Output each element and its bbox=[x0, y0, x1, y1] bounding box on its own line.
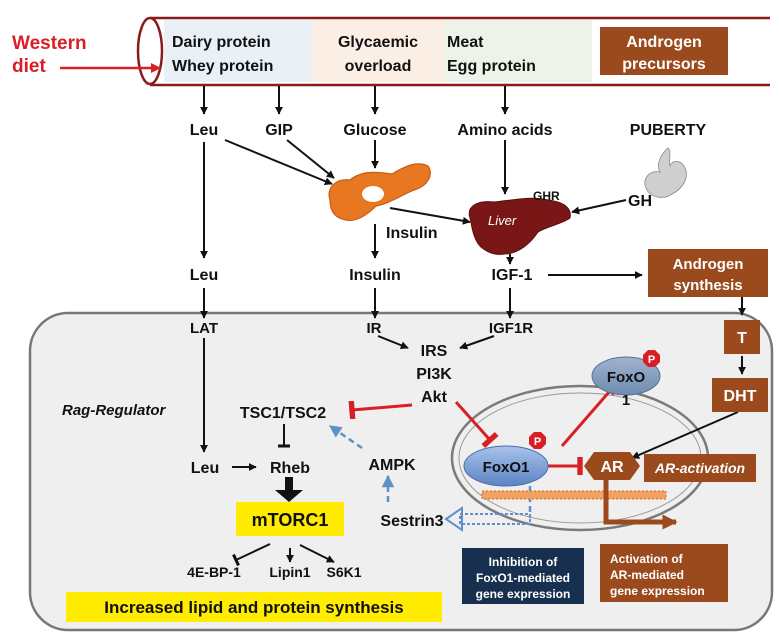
western-diet-label: Western bbox=[12, 33, 87, 54]
dht-label: DHT bbox=[724, 388, 757, 405]
diet-tube bbox=[136, 16, 770, 87]
amino-acids-label: Amino acids bbox=[457, 122, 552, 139]
liver-icon bbox=[468, 197, 571, 255]
diet-panel-glycaemic bbox=[312, 20, 444, 82]
glycaemic-label: Glycaemic bbox=[338, 34, 418, 51]
egg-protein-label: Egg protein bbox=[447, 58, 536, 75]
androgen-synthesis-label: Androgen bbox=[673, 256, 744, 273]
lipin1-label: Lipin1 bbox=[269, 564, 310, 580]
liver-label: Liver bbox=[488, 213, 517, 228]
rheb-label: Rheb bbox=[270, 460, 310, 477]
ar-activation-output-label-2: AR-mediated bbox=[610, 568, 684, 582]
foxo-cyto-label-2: 1 bbox=[622, 392, 630, 409]
foxo1-nuclear-label: FoxO1 bbox=[483, 459, 530, 476]
phospho-badge-nuclear bbox=[529, 432, 546, 449]
leu-top-label: Leu bbox=[190, 122, 218, 139]
ar-activation-label: AR-activation bbox=[654, 460, 745, 476]
irs-label: IRS bbox=[421, 343, 448, 360]
ar-hexagon bbox=[584, 452, 640, 480]
dht-box bbox=[712, 378, 768, 412]
s6k1-label: S6K1 bbox=[326, 564, 361, 580]
testosterone-box bbox=[724, 320, 760, 354]
ar-output-arrow bbox=[603, 480, 678, 530]
meat-label: Meat bbox=[447, 34, 484, 51]
diet-panel-meat bbox=[444, 20, 592, 82]
cell-red-lines bbox=[348, 383, 618, 475]
whey-protein-label: Whey protein bbox=[172, 58, 273, 75]
phospho-badge-cyto bbox=[643, 350, 660, 367]
pi3k-label: PI3K bbox=[416, 366, 452, 383]
cell-black-arrows bbox=[200, 288, 746, 563]
ar-activation-output-box bbox=[600, 544, 728, 602]
ar-activation-output-label-3: gene expression bbox=[610, 584, 705, 598]
lipid-protein-synthesis-label: Increased lipid and protein synthesis bbox=[104, 598, 403, 617]
foxo-cyto-label: FoxO bbox=[607, 369, 646, 386]
diet-panel-dairy bbox=[164, 20, 312, 82]
igf1-label: IGF-1 bbox=[492, 267, 533, 284]
mtorc1-label: mTORC1 bbox=[252, 510, 329, 530]
lat-label: LAT bbox=[190, 320, 218, 337]
dna-strip bbox=[481, 490, 667, 500]
foxo1-inhibition-label-2: FoxO1-mediated bbox=[476, 571, 570, 585]
overload-label: overload bbox=[345, 58, 412, 75]
ghr-label: GHR bbox=[533, 189, 560, 203]
foxo1-nuclear-oval bbox=[463, 445, 549, 487]
androgen-synthesis-label-2: synthesis bbox=[673, 277, 742, 294]
systemic-arrows bbox=[200, 139, 643, 279]
sestrin3-hatched-arrow-head bbox=[444, 506, 463, 532]
ar-label: AR bbox=[600, 459, 624, 476]
ar-activation-output-label-1: Activation of bbox=[610, 552, 684, 566]
foxo-cyto-oval bbox=[591, 356, 661, 396]
igf1r-label: IGF1R bbox=[489, 320, 533, 337]
ampk-label: AMPK bbox=[368, 457, 416, 474]
pancreas-highlight bbox=[362, 186, 384, 202]
puberty-label: PUBERTY bbox=[630, 122, 707, 139]
diet-tube-opening bbox=[136, 16, 164, 86]
ar-activation-box bbox=[644, 454, 756, 482]
leu-mid-label: Leu bbox=[190, 267, 218, 284]
foxo1-inhibition-label-3: gene expression bbox=[476, 587, 571, 601]
gh-label: GH bbox=[628, 193, 652, 210]
western-diet-label-2: diet bbox=[12, 56, 46, 77]
phospho-badge-nuclear-label: P bbox=[534, 436, 541, 448]
mtorc1-inhibits-4ebp1 bbox=[232, 543, 271, 567]
4ebp1-label: 4E-BP-1 bbox=[187, 564, 241, 580]
sestrin3-label: Sestrin3 bbox=[380, 513, 443, 530]
mtorc1-box bbox=[236, 502, 344, 536]
rag-regulator-label: Rag-Regulator bbox=[62, 402, 167, 419]
tsc-label: TSC1/TSC2 bbox=[240, 405, 326, 422]
testosterone-label: T bbox=[737, 330, 747, 347]
sestrin3-hatched-arrow bbox=[459, 513, 531, 525]
tube-arrows bbox=[200, 86, 509, 115]
akt-label: Akt bbox=[421, 389, 447, 406]
ir-label: IR bbox=[367, 320, 382, 337]
insulin-mid-label: Insulin bbox=[349, 267, 401, 284]
androgen-precursors-label: Androgen bbox=[626, 34, 702, 51]
androgen-precursors-label-2: precursors bbox=[622, 56, 706, 73]
foxo1-inhibition-label-1: Inhibition of bbox=[489, 555, 559, 569]
androgen-synthesis-box bbox=[648, 249, 768, 297]
insulin-pancreas-label: Insulin bbox=[386, 225, 438, 242]
rheb-to-mtorc1-arrow bbox=[275, 477, 303, 502]
lipid-protein-synthesis-box bbox=[66, 592, 442, 622]
diet-panel-androgen-box bbox=[600, 27, 728, 75]
dairy-protein-label: Dairy protein bbox=[172, 34, 271, 51]
phospho-badge-cyto-label: P bbox=[648, 354, 655, 366]
leu-cell-label: Leu bbox=[191, 460, 219, 477]
foxo1-inhibition-box bbox=[462, 548, 584, 604]
pituitary-icon bbox=[644, 147, 687, 198]
glucose-label: Glucose bbox=[343, 122, 406, 139]
cell-membrane bbox=[28, 311, 774, 632]
gip-label: GIP bbox=[265, 122, 293, 139]
